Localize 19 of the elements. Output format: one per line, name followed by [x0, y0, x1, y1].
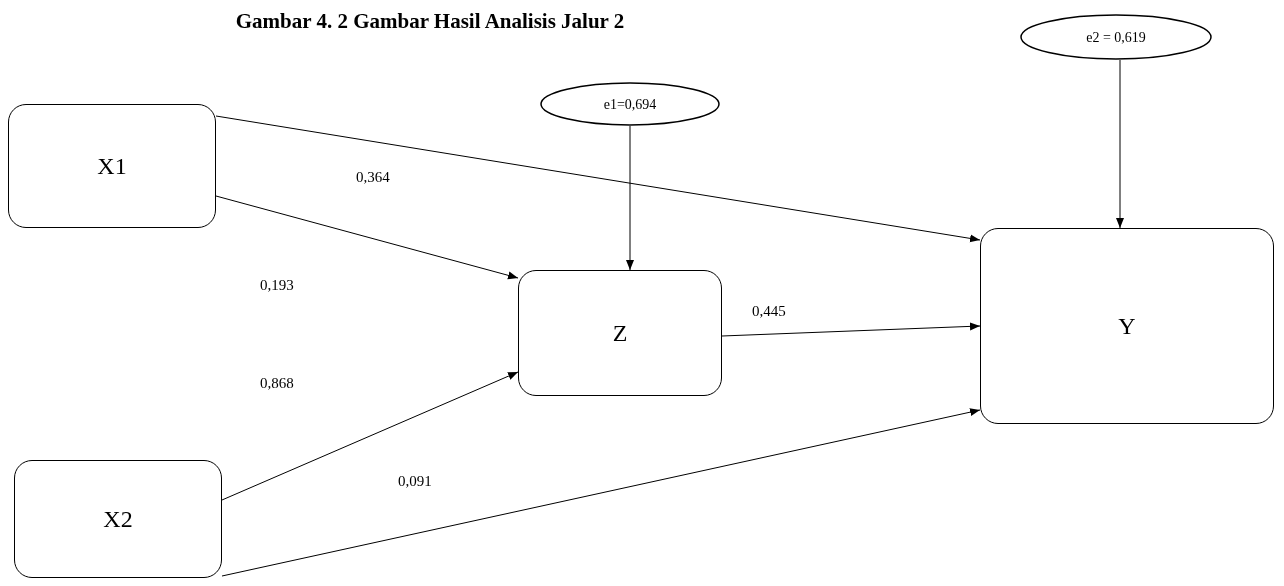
arrow: [221, 408, 981, 577]
arrow: [626, 125, 634, 271]
variable-box: Y: [980, 228, 1274, 424]
path-coefficient: 0,091: [398, 472, 432, 491]
variable-box: X1: [8, 104, 216, 228]
arrow: [215, 115, 981, 243]
oval-node: e2 = 0,619: [1020, 14, 1212, 60]
arrow: [1116, 59, 1124, 229]
variable-box: X2: [14, 460, 222, 578]
variable-box: Z: [518, 270, 722, 396]
arrow: [721, 322, 981, 337]
path-coefficient: 0,868: [260, 374, 294, 393]
path-coefficient: 0,193: [260, 276, 294, 295]
path-coefficient: 0,364: [356, 168, 390, 187]
diagram-title: Gambar 4. 2 Gambar Hasil Analisis Jalur 2: [234, 8, 626, 35]
oval-node: e1=0,694: [540, 82, 720, 126]
path-coefficient: 0,445: [752, 302, 786, 321]
arrow: [221, 371, 519, 501]
arrow: [215, 195, 519, 280]
